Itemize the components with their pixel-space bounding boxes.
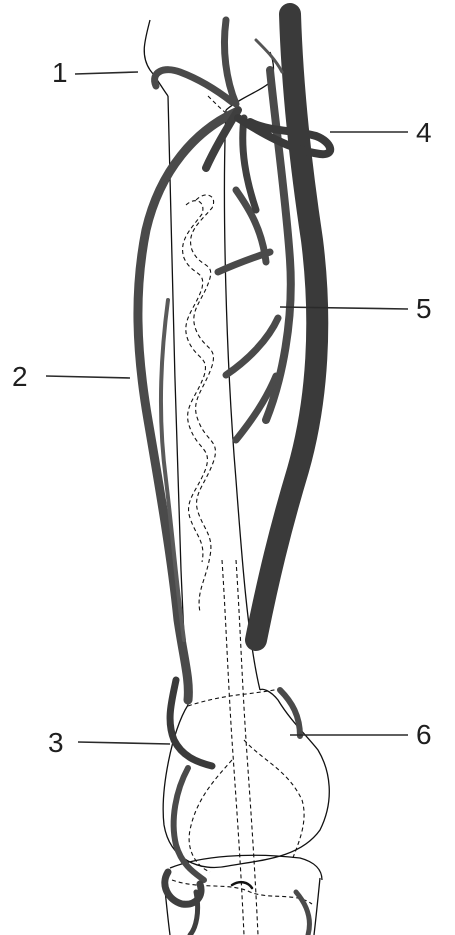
knee-condyles xyxy=(163,689,329,867)
tibia-right-edge xyxy=(314,878,320,935)
perforator-branch-3 xyxy=(226,318,278,375)
upper-vessel xyxy=(224,20,236,104)
label-6: 6 xyxy=(416,719,432,750)
leader-5 xyxy=(280,307,408,309)
leader-2 xyxy=(46,376,130,378)
descending-branch-lateral xyxy=(138,112,236,700)
leader-lines xyxy=(46,72,408,744)
label-2: 2 xyxy=(12,361,28,392)
descending-genicular xyxy=(280,690,300,736)
popliteal-dashed-1 xyxy=(222,560,244,935)
label-5: 5 xyxy=(416,293,432,324)
label-4: 4 xyxy=(416,117,432,148)
superficial-circumflex-loop xyxy=(155,70,232,102)
label-1: 1 xyxy=(52,57,68,88)
labels: 1 2 3 4 5 6 xyxy=(12,57,432,758)
lateral-genicular-descending xyxy=(174,768,204,880)
knee-anastomosis-right xyxy=(296,892,310,935)
leader-3 xyxy=(78,742,170,744)
genicular-dashed-upper xyxy=(188,688,284,706)
label-3: 3 xyxy=(48,727,64,758)
genicular-dashed-left xyxy=(189,760,232,872)
medial-circumflex-loop xyxy=(238,118,330,154)
leader-1 xyxy=(75,72,138,74)
vessels xyxy=(138,14,330,935)
